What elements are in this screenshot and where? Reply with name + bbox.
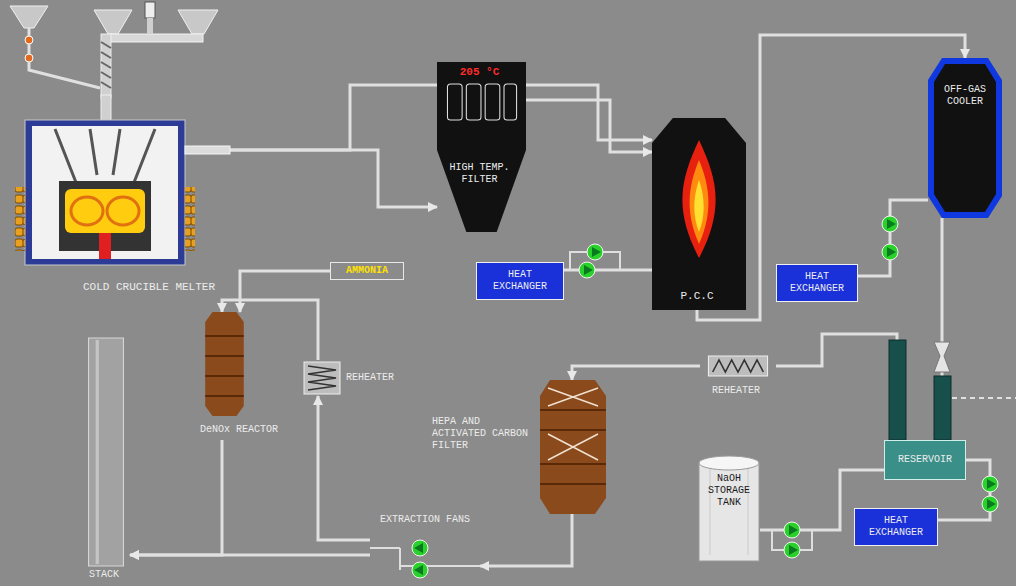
storage-tank: NaOH STORAGE TANK: [698, 455, 760, 563]
node-label: EXTRACTION FANS: [372, 514, 478, 526]
reagent-box: AMMONIA: [330, 262, 404, 280]
feed-screw: [25, 2, 203, 98]
pump-pair: [982, 476, 998, 512]
pipe-connector: [776, 334, 897, 440]
pipe-connector: [230, 150, 437, 207]
node-label: AMMONIA: [343, 265, 391, 277]
stack-outline: [82, 338, 130, 582]
reheater: REHEATER: [300, 360, 420, 396]
pipe-connector: [480, 514, 572, 566]
melter-unit: COLD CRUCIBLE MELTER: [15, 95, 230, 295]
high-temp-filter: 205 °C HIGH TEMP. FILTER: [437, 62, 526, 232]
off-gas-cooler-outline: [928, 58, 1002, 218]
pump-pair: [882, 216, 898, 260]
feed-hoppers: [10, 6, 218, 34]
post-combustion-chamber: P.C.C: [652, 118, 746, 310]
node-label: HEPA AND ACTIVATED CARBON FILTER: [432, 416, 534, 452]
extraction-fans: EXTRACTION FANS: [370, 512, 480, 584]
node-label: HEAT EXCHANGER: [777, 271, 857, 295]
node-label: P.C.C: [652, 290, 742, 302]
scrubber-columns: [889, 340, 1016, 440]
pump-pair: [570, 244, 620, 278]
heat-exchanger: HEAT EXCHANGER: [854, 508, 938, 546]
node-label: HIGH TEMP. FILTER: [446, 162, 513, 186]
pipe-connector: [858, 200, 928, 276]
node-label: REHEATER: [346, 372, 418, 384]
node-label: DeNOx REACTOR: [200, 424, 296, 436]
node-label: RESERVOIR: [895, 454, 955, 466]
pipe-connector: [130, 440, 222, 555]
node-label: STACK: [82, 569, 126, 581]
off-gas-cooler: OFF-GAS COOLER: [928, 58, 1002, 218]
melter-unit-outline: [15, 95, 230, 295]
hepa-carbon-filter: HEPA AND ACTIVATED CARBON FILTER: [432, 380, 608, 514]
node-label: 205 °C: [437, 66, 522, 78]
pipe-connector: [572, 366, 700, 380]
reservoir-tank: RESERVOIR: [884, 440, 966, 480]
heat-exchanger: HEAT EXCHANGER: [476, 262, 564, 300]
node-label: REHEATER: [700, 385, 772, 397]
pump-pair: [772, 522, 812, 558]
fan-pair: [370, 540, 480, 578]
node-label: HEAT EXCHANGER: [855, 515, 937, 539]
high-temp-filter-outline: [437, 62, 526, 232]
stack: STACK: [82, 338, 130, 582]
post-combustion-chamber-outline: [652, 118, 746, 310]
heat-exchanger: HEAT EXCHANGER: [776, 264, 858, 302]
pipe-connector: [564, 269, 652, 272]
denox-reactor-outline: [200, 312, 300, 440]
pipe-connector: [526, 100, 652, 152]
storage-tank-outline: [698, 455, 760, 563]
node-label: NaOH STORAGE TANK: [701, 473, 757, 509]
pipe-connector: [240, 271, 330, 312]
node-label: COLD CRUCIBLE MELTER: [70, 281, 228, 293]
reheater: REHEATER: [700, 354, 776, 400]
pipe-connector: [318, 396, 370, 540]
node-label: OFF-GAS COOLER: [936, 84, 994, 108]
node-label: HEAT EXCHANGER: [477, 269, 563, 293]
denox-reactor: DeNOx REACTOR: [200, 312, 300, 440]
